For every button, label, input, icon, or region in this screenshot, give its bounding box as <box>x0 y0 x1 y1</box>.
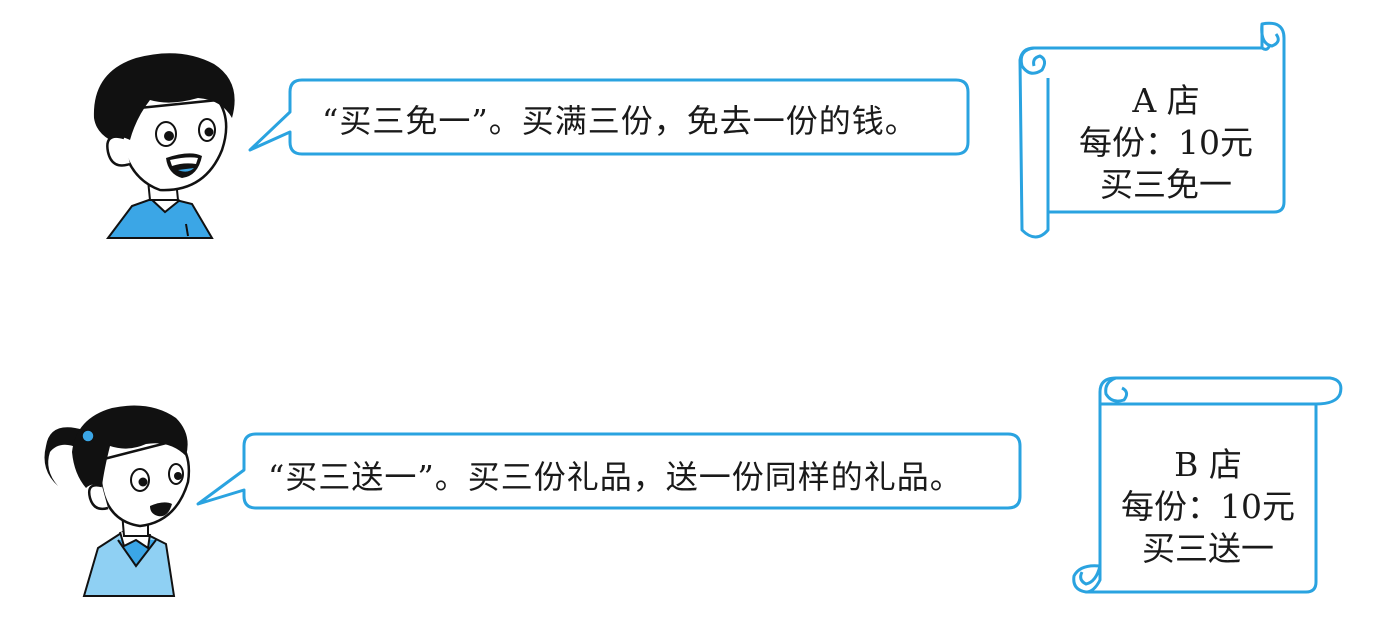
sign-a-title: A 店 <box>1132 81 1200 120</box>
sign-b-content: B 店 每份：10元 买三送一 <box>1100 438 1316 568</box>
sign-b-title: B 店 <box>1174 445 1242 484</box>
boy-icon <box>93 53 235 239</box>
girl-icon <box>44 405 191 597</box>
sign-a-price: 每份：10元 <box>1079 123 1253 162</box>
girl-speech-text: “买三送一”。买三份礼品，送一份同样的礼品。 <box>268 458 963 496</box>
sign-a-deal: 买三免一 <box>1100 165 1232 204</box>
boy-speech-bubble <box>248 78 970 156</box>
sign-a-content: A 店 每份：10元 买三免一 <box>1048 74 1284 204</box>
boy-speech-text: “买三免一”。买满三份，免去一份的钱。 <box>322 102 918 140</box>
scroll-sign-a <box>1018 21 1286 239</box>
sign-b-deal: 买三送一 <box>1142 529 1274 568</box>
girl-speech-bubble <box>196 432 1022 510</box>
sign-b-price: 每份：10元 <box>1121 487 1295 526</box>
scroll-sign-b <box>1072 376 1343 594</box>
